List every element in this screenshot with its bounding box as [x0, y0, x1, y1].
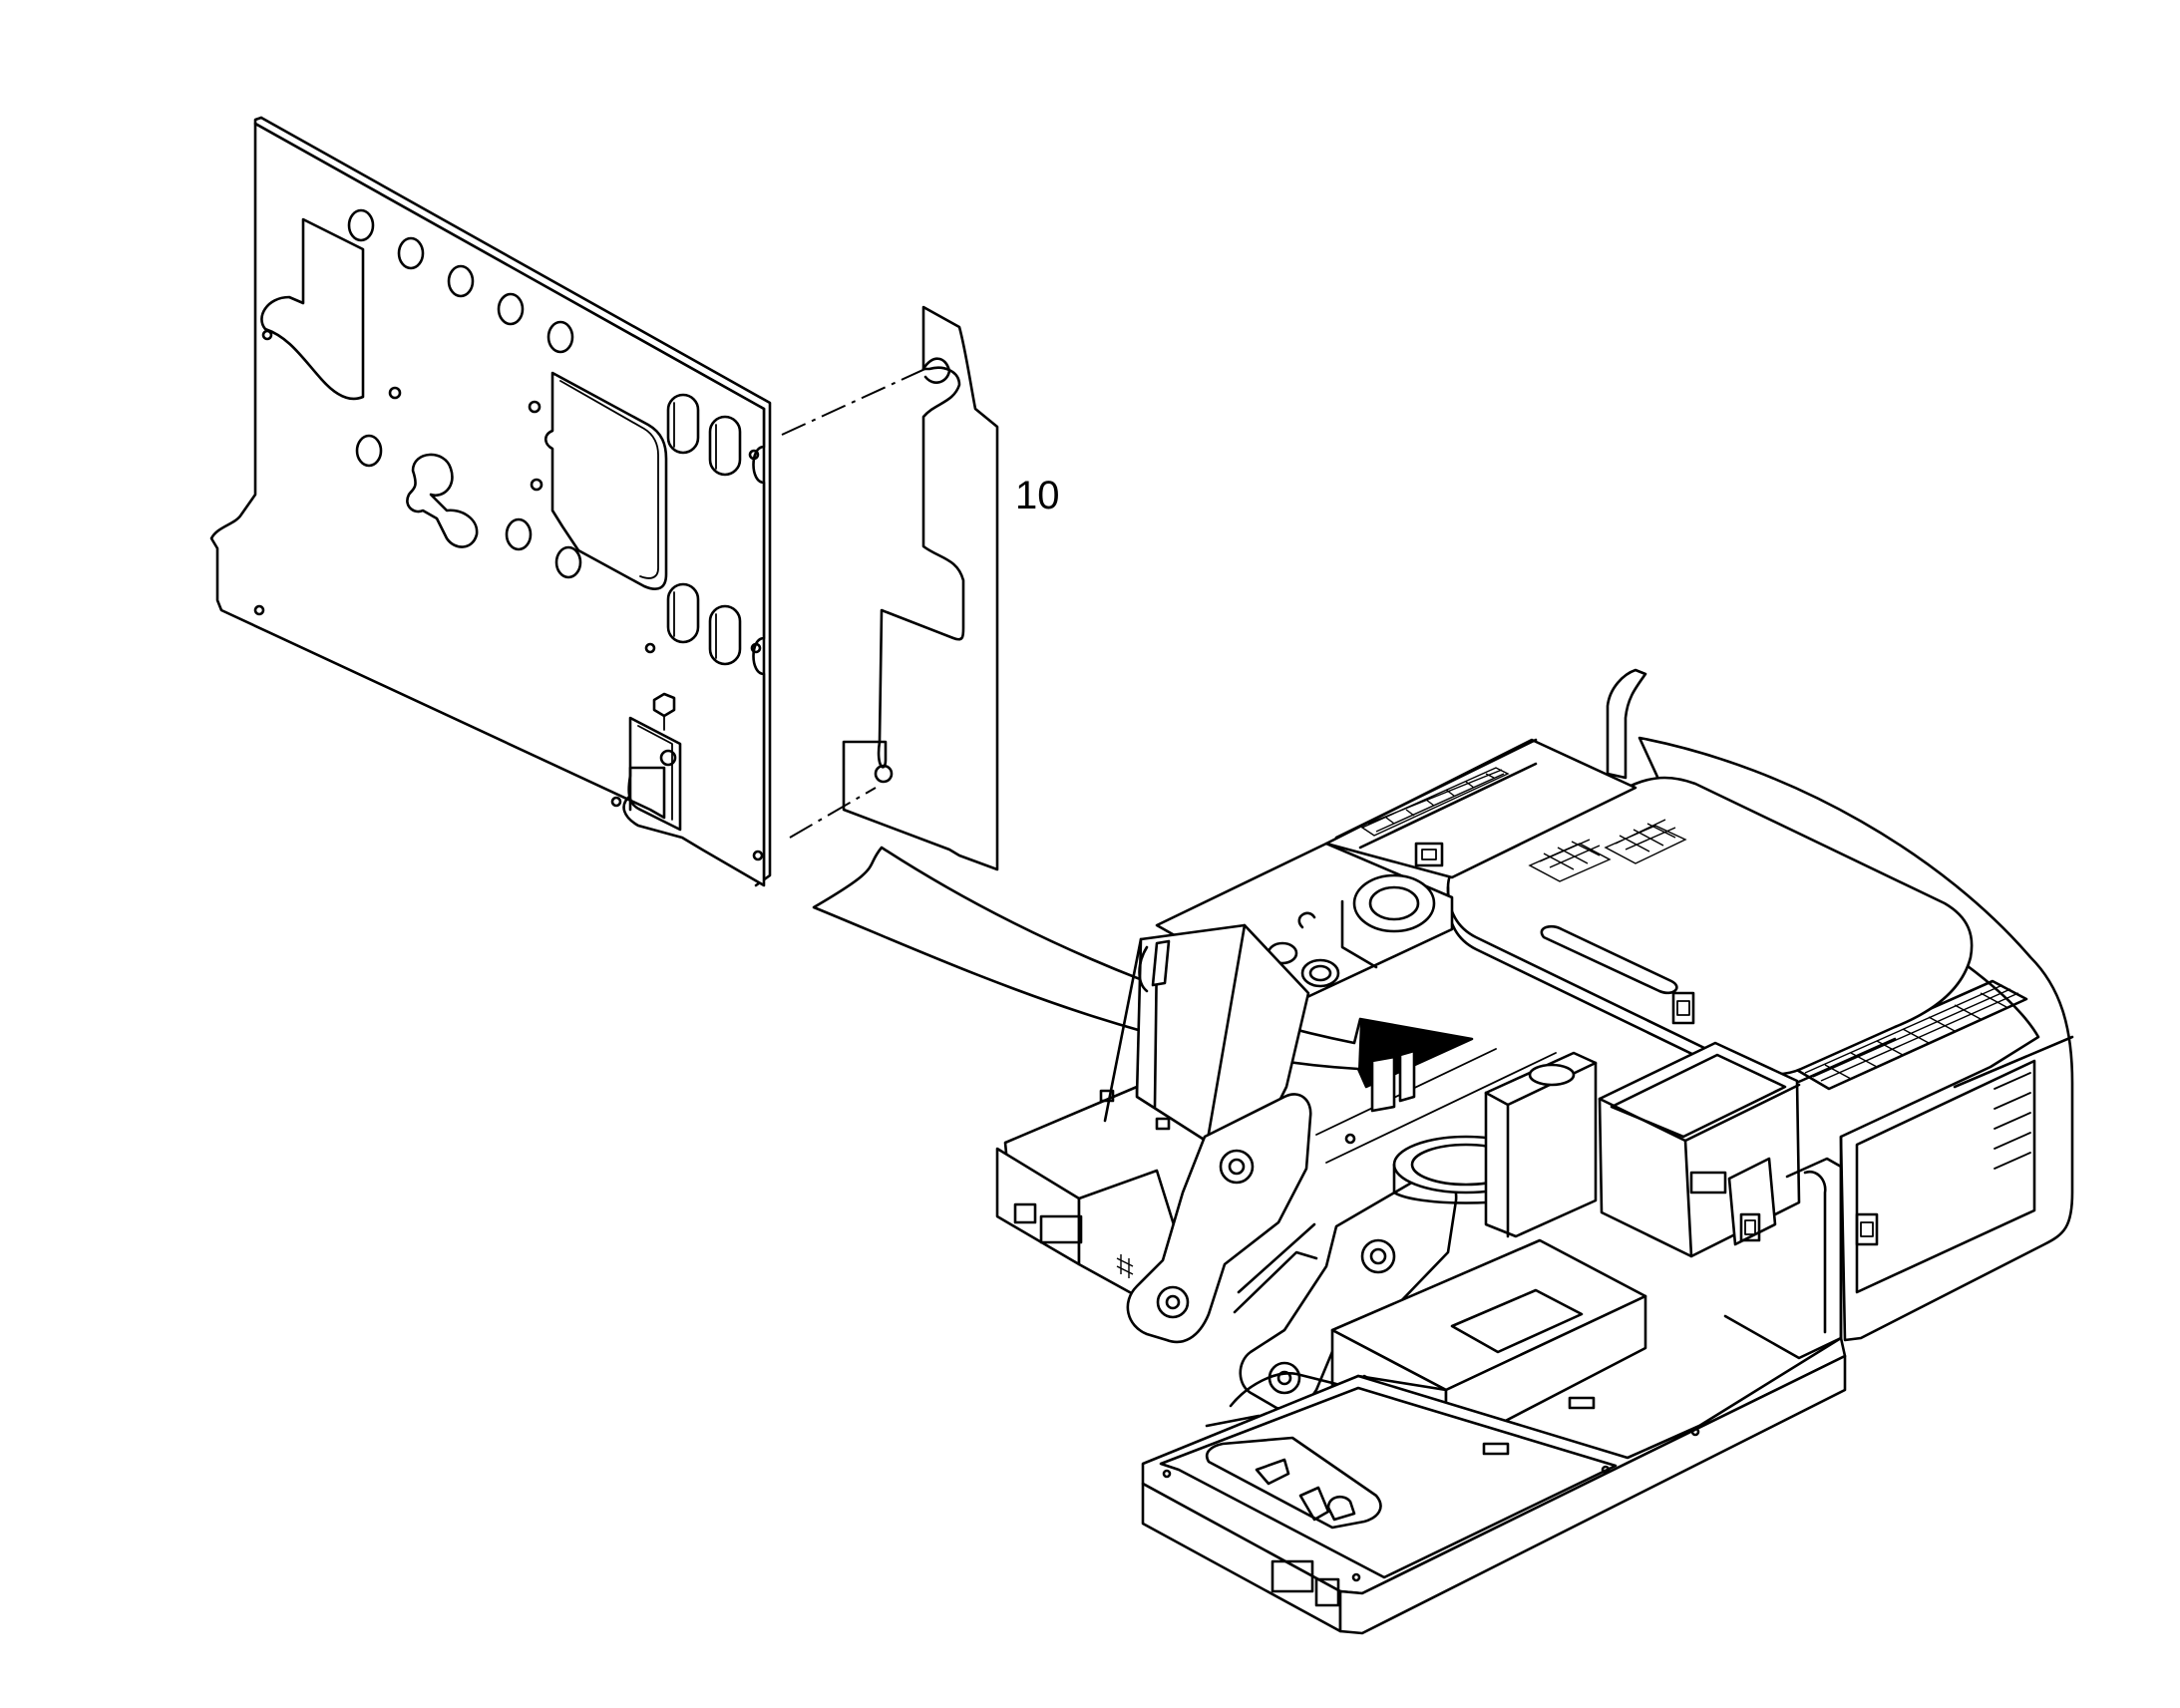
excavator-upper-structure — [995, 668, 2074, 1635]
alignment-line-top — [781, 366, 930, 436]
mounting-plate — [209, 116, 772, 887]
callout-label-10: 10 — [1015, 474, 1060, 517]
alignment-line-bottom — [789, 787, 877, 839]
part-10-gasket — [842, 305, 999, 871]
callout-10: 10 — [1015, 474, 1060, 517]
